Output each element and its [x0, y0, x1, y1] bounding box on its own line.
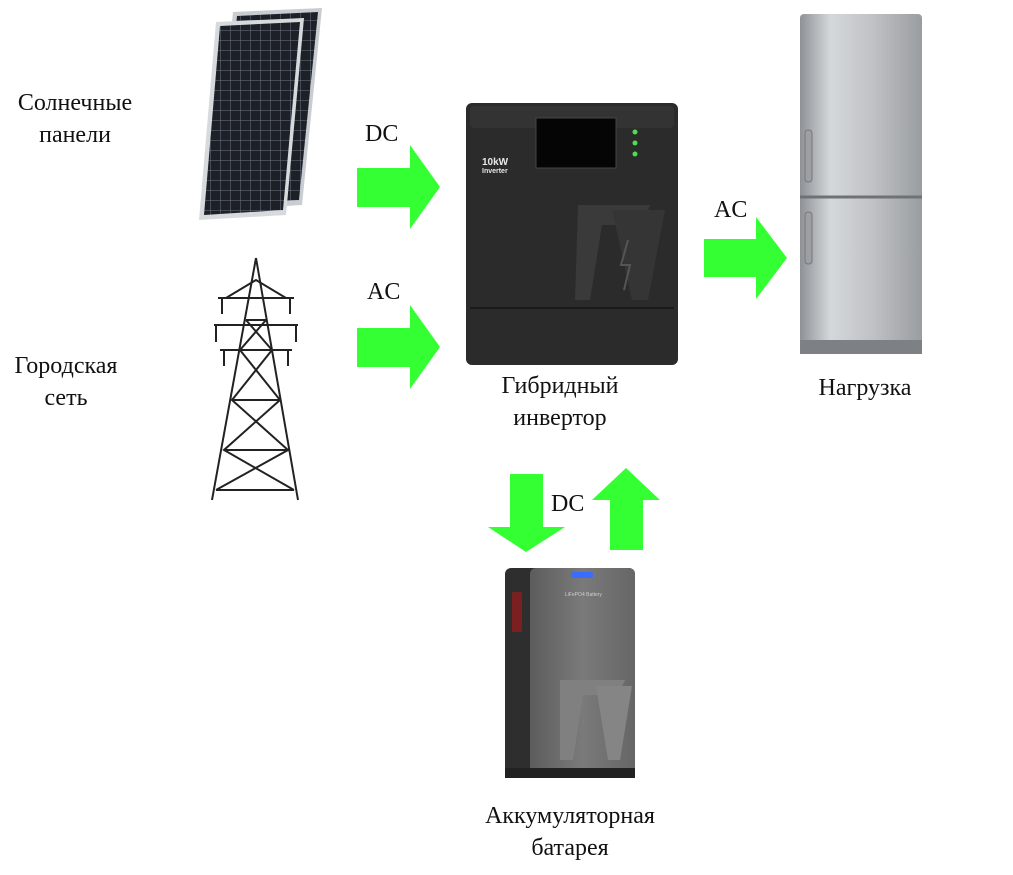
load-label: Нагрузка — [818, 375, 912, 401]
battery-cabinet-icon — [505, 568, 635, 778]
arrow-battery-to-inverter — [592, 468, 660, 550]
solar-panel-icon — [199, 8, 322, 220]
inverter-badge: 10kW Inverter — [482, 157, 509, 176]
arrow-inverter-to-battery — [488, 474, 565, 552]
power-tower-icon — [211, 257, 299, 501]
arrow-solar-to-inverter — [357, 145, 440, 229]
edge-label-inverter-load: AC — [714, 197, 748, 223]
edge-label-solar-inverter: DC — [365, 121, 399, 147]
refrigerator-icon — [800, 14, 922, 354]
arrow-grid-to-inverter — [357, 305, 440, 389]
edge-label-battery-link: DC — [551, 491, 585, 517]
battery-badge: LiFePO4 Battery — [565, 592, 602, 598]
edge-label-grid-inverter: AC — [367, 279, 401, 305]
arrow-inverter-to-load — [704, 217, 787, 299]
inverter-icon — [466, 103, 678, 365]
